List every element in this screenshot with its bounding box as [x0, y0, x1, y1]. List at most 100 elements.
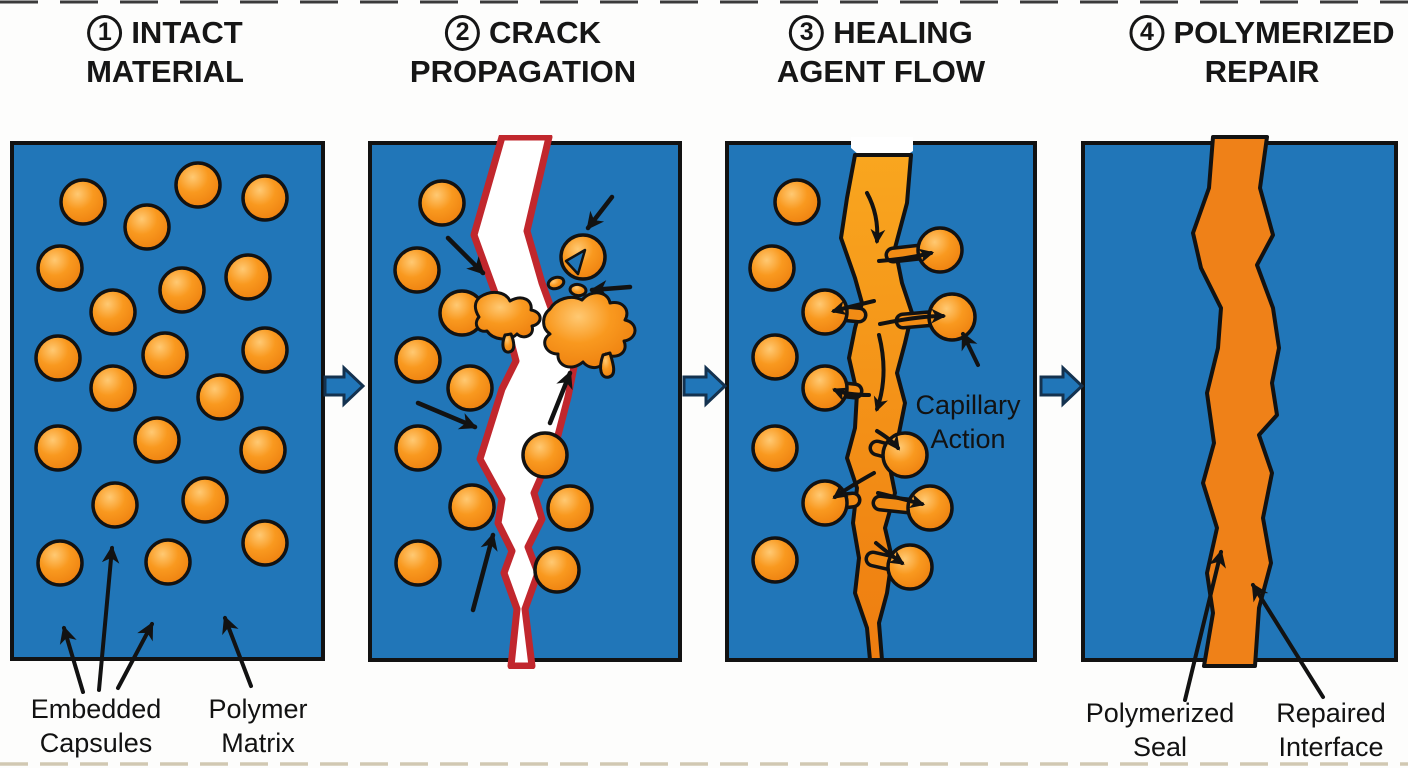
flow-arrow [876, 491, 926, 509]
capsule [224, 253, 272, 301]
capsule [141, 331, 189, 379]
capsule-pointer-arrow [116, 621, 154, 690]
capsule-fracture-notch [564, 248, 587, 276]
label-line: Repaired [1276, 698, 1386, 728]
capsule [801, 288, 849, 336]
label-line: Action [930, 424, 1006, 454]
flow-arrow [832, 471, 876, 499]
stage-header-crack-propagation: 2 CRACK PROPAGATION [410, 13, 636, 91]
flow-arrow [877, 248, 935, 264]
interface-pointer-arrow [1251, 582, 1325, 699]
capsule [906, 484, 954, 532]
stage-header-intact-material: 1 INTACT MATERIAL [86, 13, 244, 91]
label-line: Seal [1132, 732, 1188, 762]
capsule [801, 479, 849, 527]
capsule [34, 334, 82, 382]
panel1-callout-arrows [59, 545, 253, 694]
agent-droplet [599, 351, 616, 379]
label-line: Interface [1278, 732, 1384, 762]
stress-arrow [470, 532, 498, 613]
agent-droplet [501, 332, 516, 354]
capsule [393, 246, 441, 294]
capsules-group [748, 178, 977, 591]
flow-arrow [878, 308, 947, 326]
capsule [239, 426, 287, 474]
capsule [133, 416, 181, 464]
agent-droplet [546, 275, 566, 291]
panel-polymerized-repair [1081, 135, 1398, 668]
matrix-pointer-arrow [222, 615, 253, 688]
label-repaired-interface: Repaired Interface [1276, 696, 1386, 764]
capsule [241, 326, 289, 374]
label-line: Polymerized [1085, 698, 1235, 728]
capsule [181, 476, 229, 524]
flow-arrow [832, 387, 871, 402]
capsule [158, 266, 206, 314]
capsule [773, 178, 821, 226]
capsule [34, 424, 82, 472]
panel-crack-propagation [368, 135, 682, 669]
label-line: Matrix [221, 728, 295, 758]
capsule [394, 336, 442, 384]
stage-number-badge: 4 [1129, 14, 1165, 51]
stage-title-line2: MATERIAL [86, 54, 244, 89]
label-embedded-capsules: Embedded Capsules [31, 692, 162, 760]
capsule [801, 364, 849, 412]
capsule [751, 536, 799, 584]
capsule [59, 178, 107, 226]
capsule [91, 481, 139, 529]
stage-title-row: 2 CRACK [410, 13, 636, 52]
stress-arrow [547, 370, 573, 426]
stage-title-line1: CRACK [489, 15, 601, 50]
capsule [394, 539, 442, 587]
capsule [448, 483, 496, 531]
capillary-action-pointer-arrow [961, 331, 980, 367]
flow-arrow [865, 191, 886, 245]
stage-arrow-2 [682, 364, 728, 408]
capsule [546, 484, 594, 532]
capsule [886, 543, 934, 591]
flow-arrow [873, 333, 888, 413]
capsule [916, 226, 964, 274]
capsule [241, 519, 289, 567]
label-line: Embedded [30, 694, 162, 724]
stress-arrow [589, 280, 633, 298]
agent-splat [473, 290, 542, 341]
embedded-capsules-group [34, 161, 289, 587]
flow-arrows-group [830, 191, 947, 565]
capsules-group [393, 179, 594, 594]
capsule-pointer-arrow [97, 545, 120, 692]
capsule [533, 546, 581, 594]
stage-number-badge: 1 [87, 14, 123, 51]
stage-title-row: 1 INTACT [86, 13, 244, 52]
flow-arrow [874, 541, 905, 565]
polymerized-seal-band [1191, 135, 1281, 668]
stage-number-badge: 3 [789, 14, 825, 51]
label-line: Polymer [208, 694, 308, 724]
stage-number-badge: 2 [445, 14, 481, 51]
capsule [36, 539, 84, 587]
label-line: Capillary [915, 390, 1021, 420]
label-polymerized-seal: Polymerized Seal [1086, 696, 1235, 764]
stage-header-polymerized-repair: 4 POLYMERIZED REPAIR [1129, 13, 1395, 91]
capsule [446, 364, 494, 412]
stage-title-row: 4 POLYMERIZED [1129, 13, 1395, 52]
capsule [123, 203, 171, 251]
flow-arrow [830, 299, 876, 316]
capsule [241, 174, 289, 222]
label-polymer-matrix: Polymer Matrix [208, 692, 307, 760]
capsule [394, 424, 442, 472]
capsule-pointer-arrow [59, 625, 85, 694]
capsule [196, 373, 244, 421]
stage-header-healing-agent-flow: 3 HEALING AGENT FLOW [777, 13, 985, 91]
capsule [521, 431, 569, 479]
stress-arrows-group [415, 194, 633, 613]
stage-title-line2: PROPAGATION [409, 54, 637, 89]
stage-title-line1: POLYMERIZED [1173, 15, 1395, 50]
ruptured-capsules-group [438, 233, 637, 379]
capsule [144, 538, 192, 586]
stage-title-row: 3 HEALING [777, 13, 985, 52]
stage-arrow-1 [323, 364, 366, 408]
